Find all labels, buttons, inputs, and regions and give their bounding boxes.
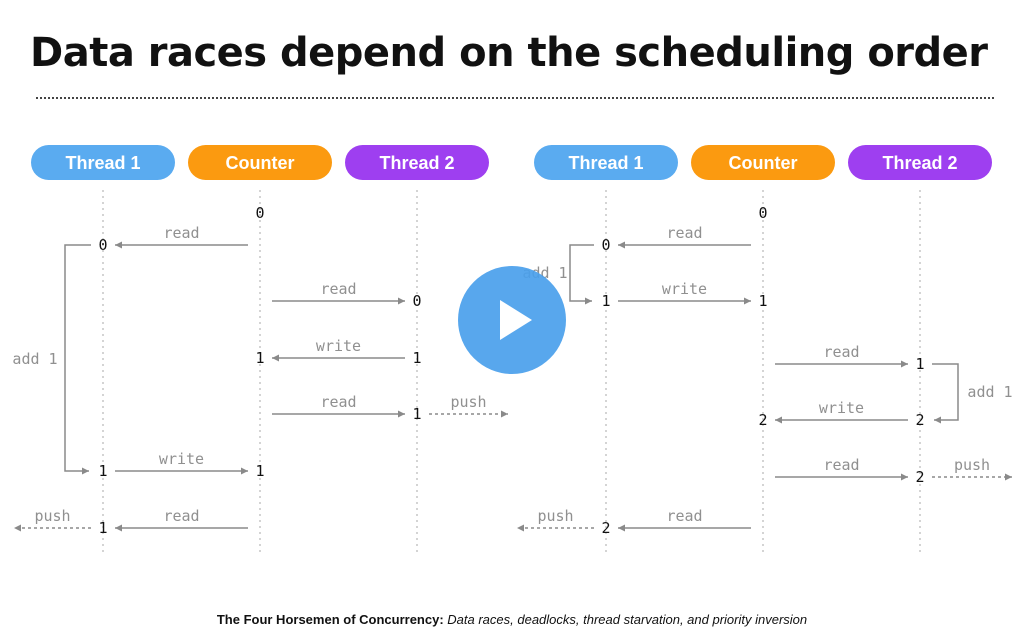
write-label: write: [662, 280, 707, 298]
value-label: 1: [601, 292, 610, 310]
footer-series-title: The Four Horsemen of Concurrency:: [216, 612, 444, 627]
write-label: write: [819, 399, 864, 417]
push-label: push: [954, 456, 990, 474]
header-thread1-label: Thread 1: [568, 153, 643, 173]
header-thread2-pill: [848, 145, 992, 180]
header-thread1-pill: [534, 145, 678, 180]
value-label: 1: [758, 292, 767, 310]
title-divider: [36, 97, 994, 99]
header-thread2-pill: [345, 145, 489, 180]
write-label: write: [316, 337, 361, 355]
value-label: 0: [412, 292, 421, 310]
play-icon: [500, 300, 532, 340]
footer-topics: Data races, deadlocks, thread starvation…: [447, 612, 808, 627]
write-label: write: [159, 450, 204, 468]
value-label: 1: [255, 349, 264, 367]
read-label: read: [823, 343, 859, 361]
push-label: push: [34, 507, 70, 525]
read-label: read: [666, 507, 702, 525]
read-label: read: [163, 224, 199, 242]
read-label: read: [666, 224, 702, 242]
counter-initial-value: 0: [255, 204, 264, 222]
header-counter-label: Counter: [729, 153, 798, 173]
header-thread1-label: Thread 1: [65, 153, 140, 173]
value-label: 1: [412, 405, 421, 423]
header-thread2-label: Thread 2: [379, 153, 454, 173]
page-title: Data races depend on the scheduling orde…: [30, 30, 988, 76]
sequence-diagram: Thread 1 Counter Thread 2 0 read 0 read 0 write 1…: [12, 145, 1013, 556]
read-label: read: [163, 507, 199, 525]
value-label: 1: [98, 519, 107, 537]
add-one-label: add 1: [967, 383, 1012, 401]
header-thread2-label: Thread 2: [882, 153, 957, 173]
header-counter-pill: [691, 145, 835, 180]
push-label: push: [450, 393, 486, 411]
value-label: 2: [915, 411, 924, 429]
add-one-bracket: [932, 363, 959, 424]
value-label: 1: [412, 349, 421, 367]
read-label: read: [320, 393, 356, 411]
value-label: 0: [601, 236, 610, 254]
header-thread1-pill: [31, 145, 175, 180]
add-one-bracket: [569, 244, 594, 305]
footer-caption: The Four Horsemen of Concurrency: Data r…: [0, 612, 1024, 627]
play-button[interactable]: [458, 266, 566, 374]
value-label: 0: [98, 236, 107, 254]
add-one-label: add 1: [12, 350, 57, 368]
read-label: read: [320, 280, 356, 298]
value-label: 2: [601, 519, 610, 537]
value-label: 1: [915, 355, 924, 373]
value-label: 2: [915, 468, 924, 486]
add-one-bracket: [64, 244, 91, 475]
value-label: 1: [255, 462, 264, 480]
read-label: read: [823, 456, 859, 474]
value-label: 2: [758, 411, 767, 429]
counter-initial-value: 0: [758, 204, 767, 222]
push-label: push: [537, 507, 573, 525]
header-counter-pill: [188, 145, 332, 180]
header-counter-label: Counter: [226, 153, 295, 173]
value-label: 1: [98, 462, 107, 480]
